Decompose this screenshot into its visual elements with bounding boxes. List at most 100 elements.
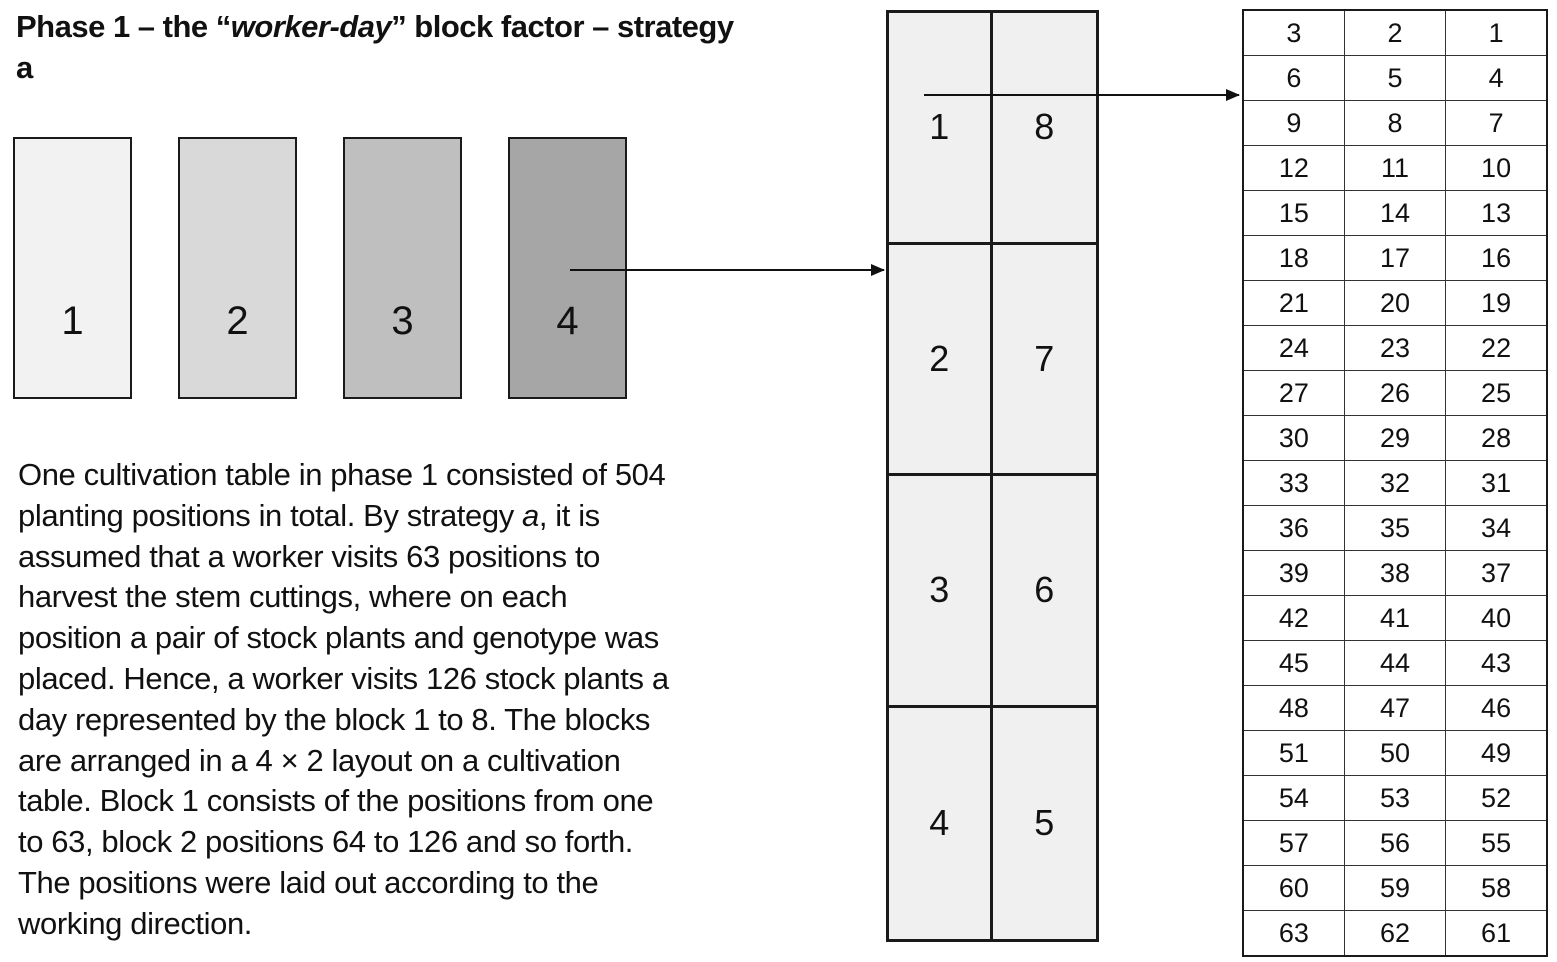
position-cell: 21 [1242, 280, 1345, 326]
position-cell: 11 [1343, 145, 1447, 191]
position-cell: 38 [1343, 550, 1447, 596]
position-cell: 1 [1445, 9, 1548, 56]
description-line: planting positions in total. By strategy… [18, 497, 600, 533]
description-line: working direction. [18, 905, 253, 941]
block-layout-grid: 1 8 2 7 3 6 4 5 [886, 10, 1099, 942]
position-cell: 44 [1343, 640, 1447, 686]
description-line: The positions were laid out according to… [18, 864, 599, 900]
position-cell: 7 [1445, 100, 1548, 146]
description-line: One cultivation table in phase 1 consist… [18, 457, 666, 492]
description-line: harvest the stem cuttings, where on each [18, 579, 568, 615]
position-cell: 30 [1242, 415, 1345, 461]
diagram-title: Phase 1 – the “worker-day” block factor … [16, 6, 736, 88]
position-cell: 48 [1242, 685, 1345, 731]
position-cell: 17 [1343, 235, 1447, 281]
position-cell: 22 [1445, 325, 1548, 371]
position-cell: 31 [1445, 460, 1548, 506]
cultivation-table-label: 4 [556, 299, 579, 343]
block-cell: 3 [889, 476, 993, 708]
description-line: assumed that a worker visits 63 position… [18, 538, 601, 574]
position-cell: 61 [1445, 910, 1548, 957]
position-cell: 24 [1242, 325, 1345, 371]
position-cell: 53 [1343, 775, 1447, 821]
description-line: day represented by the block 1 to 8. The… [18, 701, 651, 737]
position-cell: 16 [1445, 235, 1548, 281]
position-cell: 29 [1343, 415, 1447, 461]
title-part-1: Phase 1 – the “ [16, 9, 231, 44]
position-cell: 13 [1445, 190, 1548, 236]
position-cell: 33 [1242, 460, 1345, 506]
position-cell: 4 [1445, 55, 1548, 101]
block-cell: 5 [1034, 802, 1055, 844]
cultivation-table-label: 2 [226, 299, 249, 343]
position-cell: 43 [1445, 640, 1548, 686]
description-text: One cultivation table in phase 1 consist… [18, 455, 758, 945]
position-cell: 46 [1445, 685, 1548, 731]
position-cell: 32 [1343, 460, 1447, 506]
position-cell: 3 [1242, 9, 1345, 56]
position-cell: 50 [1343, 730, 1447, 776]
position-cell: 6 [1242, 55, 1345, 101]
position-cell: 27 [1242, 370, 1345, 416]
title-emphasis: worker-day [230, 9, 392, 44]
position-cell: 58 [1445, 865, 1548, 911]
position-cell: 28 [1445, 415, 1548, 461]
title-part-3: ” block factor – strategy a [16, 9, 734, 85]
position-cell: 18 [1242, 235, 1345, 281]
position-cell: 62 [1343, 910, 1447, 957]
position-cell: 60 [1242, 865, 1345, 911]
position-cell: 25 [1445, 370, 1548, 416]
description-line: are arranged in a 4 × 2 layout on a cult… [18, 742, 621, 778]
description-line: to 63, block 2 positions 64 to 126 and s… [18, 824, 633, 860]
position-cell: 36 [1242, 505, 1345, 551]
cultivation-table-4: 4 [508, 137, 627, 399]
block-cell: 4 [889, 707, 993, 939]
position-cell: 63 [1242, 910, 1345, 957]
position-cell: 55 [1445, 820, 1548, 866]
block-cell: 6 [992, 476, 1096, 708]
position-cell: 10 [1445, 145, 1548, 191]
position-cell: 14 [1343, 190, 1447, 236]
strategy-emphasis: a [522, 497, 539, 533]
block-cell: 8 [992, 13, 1096, 245]
block-cell: 2 [889, 244, 993, 476]
position-cell: 47 [1343, 685, 1447, 731]
position-cell: 19 [1445, 280, 1548, 326]
position-cell: 39 [1242, 550, 1345, 596]
cultivation-table-3: 3 [343, 137, 462, 399]
cultivation-table-label: 1 [61, 299, 84, 343]
block-cell: 7 [992, 245, 1096, 476]
position-cell: 41 [1343, 595, 1447, 641]
cultivation-table-2: 2 [178, 137, 297, 399]
description-line: position a pair of stock plants and geno… [18, 620, 659, 656]
position-cell: 59 [1343, 865, 1447, 911]
block-cell: 1 [889, 13, 993, 245]
position-cell: 52 [1445, 775, 1548, 821]
description-line: placed. Hence, a worker visits 126 stock… [18, 660, 669, 696]
position-cell: 57 [1242, 820, 1345, 866]
position-cell: 51 [1242, 730, 1345, 776]
cultivation-table-1: 1 [13, 137, 132, 399]
description-line: table. Block 1 consists of the positions… [18, 783, 654, 819]
position-cell: 40 [1445, 595, 1548, 641]
